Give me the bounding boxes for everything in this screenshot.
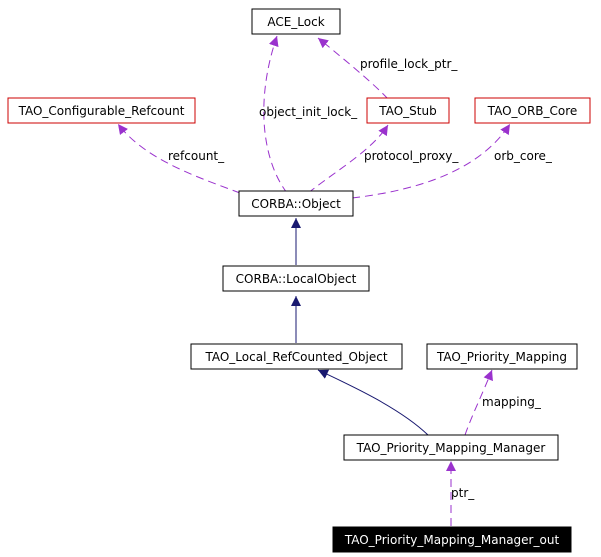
edge-mapping: [464, 369, 493, 436]
node-tao-priority-mapping-manager[interactable]: TAO_Priority_Mapping_Manager: [343, 434, 559, 461]
node-tao-configurable-refcount-label: TAO_Configurable_Refcount: [18, 104, 185, 118]
node-tao-stub-label: TAO_Stub: [378, 104, 436, 118]
node-tao-priority-mapping[interactable]: TAO_Priority_Mapping: [426, 343, 578, 370]
node-tao-priority-mapping-manager-out-label: TAO_Priority_Mapping_Manager_out: [344, 533, 560, 547]
node-ace-lock-label: ACE_Lock: [267, 15, 324, 29]
label-protocol-proxy: protocol_proxy_: [364, 149, 459, 163]
node-tao-local-refcounted-object-label: TAO_Local_RefCounted_Object: [204, 350, 387, 364]
edge-protocol-proxy: [307, 124, 389, 194]
label-profile-lock-ptr: profile_lock_ptr_: [360, 57, 458, 71]
label-object-init-lock: object_init_lock_: [259, 105, 358, 119]
label-mapping: mapping_: [482, 395, 542, 409]
label-refcount: refcount_: [168, 149, 225, 163]
edge-profile-lock-ptr: [317, 37, 389, 100]
node-tao-local-refcounted-object[interactable]: TAO_Local_RefCounted_Object: [190, 343, 403, 370]
edge-inherit-manager: [317, 369, 429, 436]
node-tao-configurable-refcount[interactable]: TAO_Configurable_Refcount: [7, 97, 196, 124]
node-tao-orb-core[interactable]: TAO_ORB_Core: [474, 97, 591, 124]
node-corba-localobject[interactable]: CORBA::LocalObject: [222, 265, 370, 292]
node-corba-object[interactable]: CORBA::Object: [238, 190, 354, 217]
node-corba-object-label: CORBA::Object: [251, 197, 341, 211]
node-tao-stub[interactable]: TAO_Stub: [366, 97, 450, 124]
label-orb-core: orb_core_: [494, 149, 553, 163]
edge-object-init-lock: [263, 35, 288, 194]
edge-orb-core: [351, 123, 511, 199]
node-tao-priority-mapping-manager-label: TAO_Priority_Mapping_Manager: [356, 441, 546, 455]
label-ptr: ptr_: [451, 486, 475, 500]
node-tao-orb-core-label: TAO_ORB_Core: [487, 104, 578, 118]
edge-refcount: [117, 123, 241, 194]
node-tao-priority-mapping-manager-out[interactable]: TAO_Priority_Mapping_Manager_out: [332, 526, 572, 553]
node-ace-lock[interactable]: ACE_Lock: [251, 8, 341, 35]
node-corba-localobject-label: CORBA::LocalObject: [236, 272, 357, 286]
node-tao-priority-mapping-label: TAO_Priority_Mapping: [436, 350, 567, 364]
